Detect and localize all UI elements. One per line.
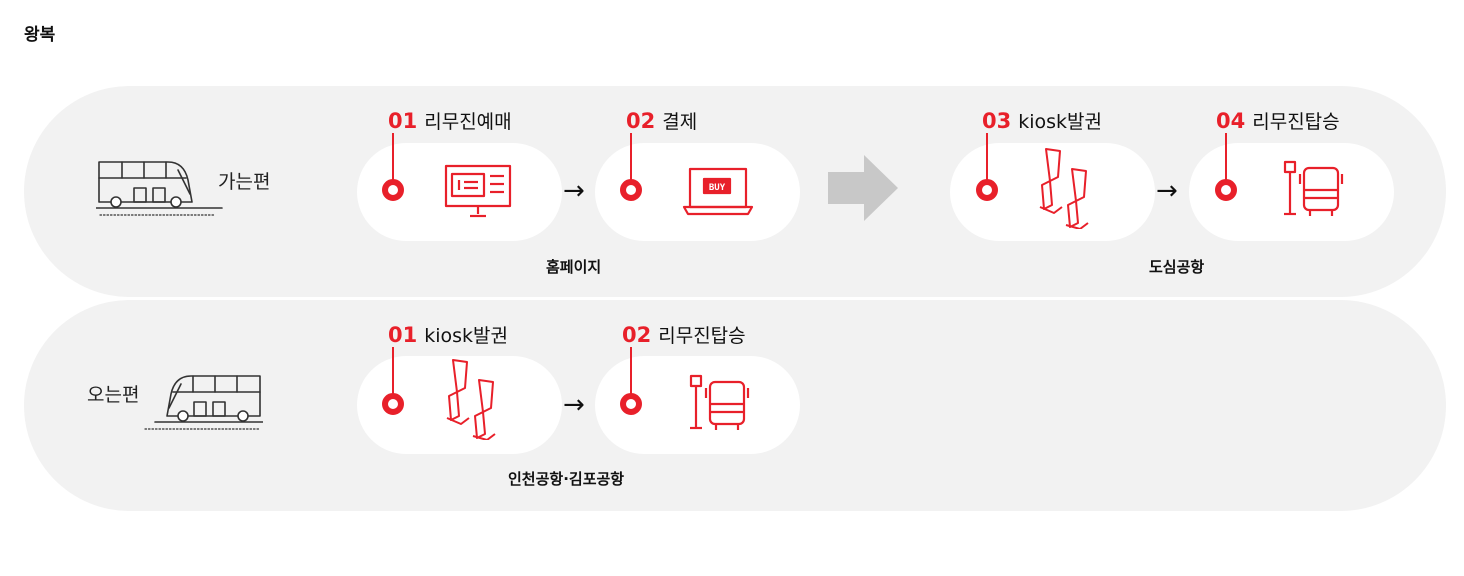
arrow-icon: → [563,390,585,420]
step-title: kiosk발권 [1018,111,1103,133]
caption-airports: 인천공항·김포공항 [508,470,625,488]
step-label-kiosk: 03 kiosk발권 [982,107,1102,134]
outbound-direction: 가는편 [96,158,270,220]
step-dot [382,393,404,415]
leader-line [392,347,394,395]
bus-stop-icon [1283,160,1344,216]
buy-text: BUY [709,183,726,193]
step-title: 리무진예매 [424,111,512,133]
step-label-boarding: 04 리무진탑승 [1216,107,1340,134]
step-title: 결제 [662,111,698,133]
direction-label: 가는편 [218,170,271,193]
caption-city-airport: 도심공항 [1149,258,1205,276]
step-dot [382,179,404,201]
step-number: 03 [982,109,1012,133]
step-label-kiosk: 01 kiosk발권 [388,321,508,348]
big-arrow-icon [828,155,898,221]
step-dot [1215,179,1237,201]
step-number: 01 [388,109,418,133]
direction-label: 오는편 [87,383,140,406]
step-label-boarding: 02 리무진탑승 [622,321,746,348]
leader-line [1225,133,1227,181]
leader-line [630,347,632,395]
leader-line [630,133,632,181]
step-number: 04 [1216,109,1246,133]
step-label-reservation: 01 리무진예매 [388,107,512,134]
bus-icon [144,375,264,430]
leader-line [986,133,988,181]
step-number: 02 [622,323,652,347]
step-number: 02 [626,109,656,133]
leader-line [392,133,394,181]
caption-homepage: 홈페이지 [546,258,602,276]
step-dot [976,179,998,201]
reservation-monitor-icon [444,164,512,218]
arrow-icon: → [563,176,585,206]
step-dot [620,179,642,201]
step-title: 리무진탑승 [1252,111,1340,133]
kiosk-icon [446,359,496,440]
arrow-icon: → [1156,176,1178,206]
step-number: 01 [388,323,418,347]
bus-icon [96,161,223,216]
step-title: kiosk발권 [424,325,509,347]
step-dot [620,393,642,415]
section-title: 왕복 [24,25,56,45]
step-label-payment: 02 결제 [626,107,697,134]
inbound-direction: 오는편 [87,372,264,434]
bus-stop-icon [689,374,750,430]
kiosk-icon [1039,148,1089,229]
step-title: 리무진탑승 [658,325,746,347]
laptop-buy-icon: BUY [682,167,754,216]
